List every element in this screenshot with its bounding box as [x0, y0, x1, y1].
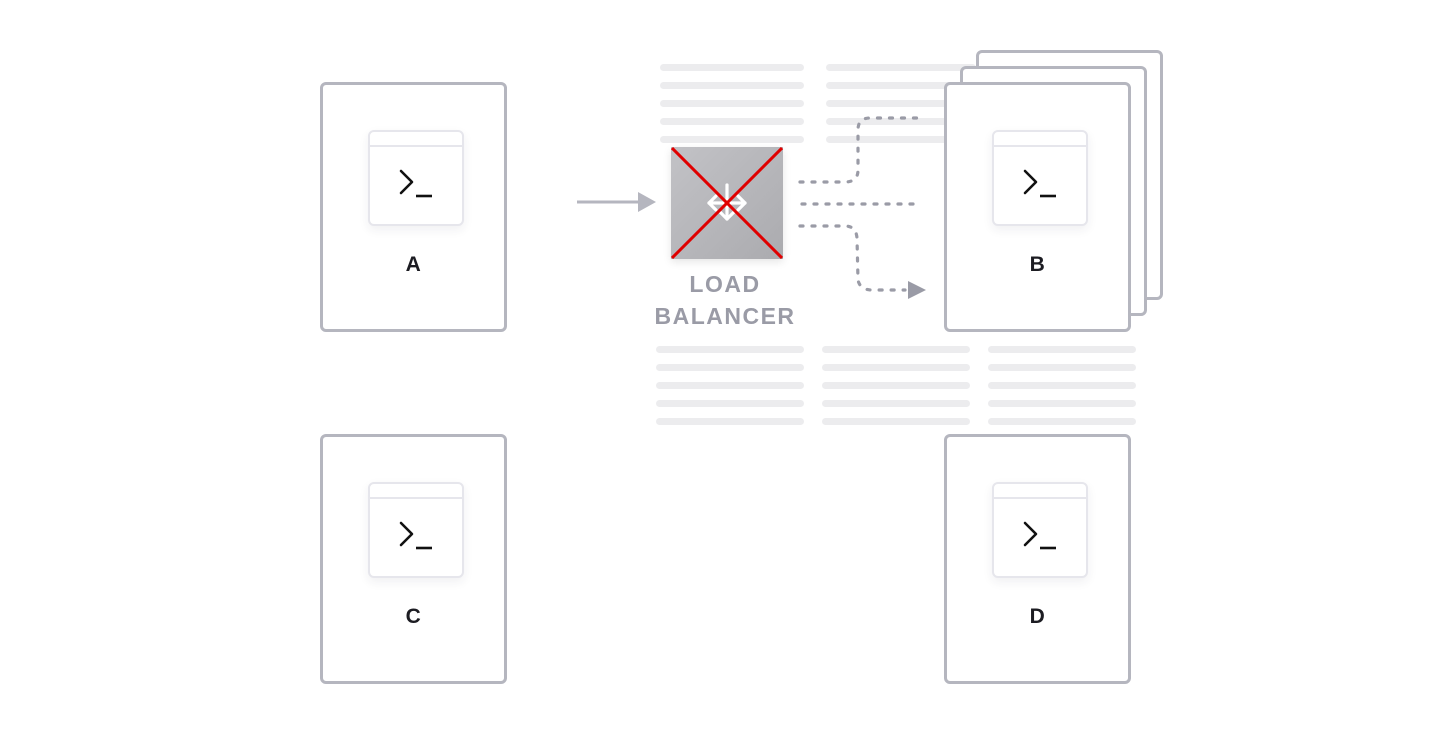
placeholder-line — [660, 118, 804, 125]
placeholder-line — [988, 400, 1136, 407]
placeholder-line — [656, 364, 804, 371]
load-balancer-label-line1: LOAD — [689, 271, 761, 297]
dotted-connector-arrowhead — [908, 281, 926, 299]
terminal-window — [368, 482, 464, 578]
placeholder-line — [988, 382, 1136, 389]
server-d: D — [944, 434, 1131, 684]
cross-out-icon — [671, 147, 783, 259]
placeholder-line — [826, 64, 976, 71]
terminal-window — [992, 130, 1088, 226]
placeholder-line — [660, 100, 804, 107]
terminal-icon — [399, 169, 432, 198]
placeholder-line — [656, 400, 804, 407]
server-b: B — [944, 82, 1131, 332]
load-balancer — [671, 147, 783, 259]
server-label: B — [1029, 253, 1046, 276]
terminal-titlebar — [370, 145, 462, 147]
placeholder-line — [660, 136, 804, 143]
load-balancer-label: LOAD BALANCER — [640, 268, 810, 332]
placeholder-line — [826, 118, 976, 125]
placeholder-line — [826, 136, 976, 143]
terminal-window — [992, 482, 1088, 578]
placeholder-line — [660, 82, 804, 89]
server-label: D — [1029, 605, 1046, 628]
placeholder-line — [656, 382, 804, 389]
placeholder-line — [822, 400, 970, 407]
placeholder-line — [988, 364, 1136, 371]
placeholder-line — [656, 418, 804, 425]
terminal-icon — [399, 521, 432, 550]
load-balancer-label-line2: BALANCER — [654, 303, 796, 329]
placeholder-line — [988, 418, 1136, 425]
terminal-titlebar — [370, 497, 462, 499]
placeholder-line — [826, 100, 976, 107]
terminal-icon — [1023, 521, 1056, 550]
server-label: A — [405, 253, 422, 276]
placeholder-line — [822, 418, 970, 425]
server-label: C — [405, 605, 422, 628]
placeholder-line — [656, 346, 804, 353]
server-c: C — [320, 434, 507, 684]
terminal-titlebar — [994, 145, 1086, 147]
dotted-connector-lower — [798, 224, 907, 292]
placeholder-line — [988, 346, 1136, 353]
placeholder-line — [822, 364, 970, 371]
terminal-icon — [1023, 169, 1056, 198]
server-a: A — [320, 82, 507, 332]
placeholder-line — [822, 382, 970, 389]
placeholder-line — [822, 346, 970, 353]
terminal-titlebar — [994, 497, 1086, 499]
arrow-a-to-load-balancer — [577, 192, 656, 212]
terminal-window — [368, 130, 464, 226]
dotted-connector-upper — [798, 116, 927, 184]
placeholder-line — [660, 64, 804, 71]
placeholder-line — [826, 82, 976, 89]
